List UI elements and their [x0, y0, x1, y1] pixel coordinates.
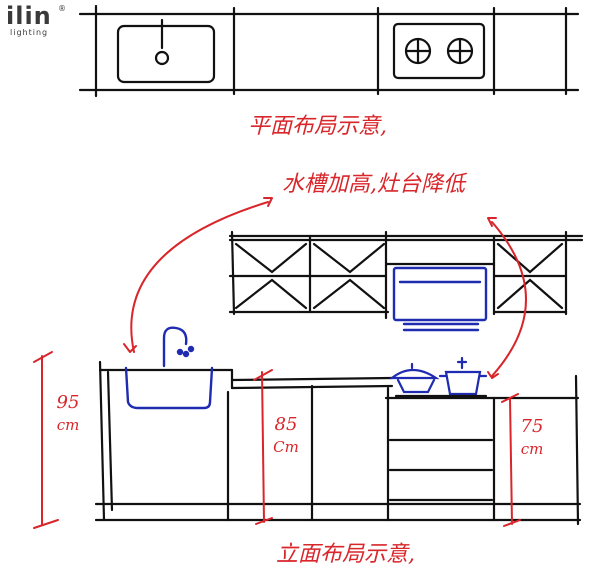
brand-logo: ilin: [6, 2, 52, 30]
elevation-sink: [124, 326, 214, 410]
arrow-sink-raise: [130, 201, 269, 353]
label-height-adjustment: 水槽加高,灶台降低: [282, 172, 465, 197]
plan-sink-basin: [116, 24, 216, 84]
dim-line-85: [261, 371, 265, 523]
dim-stove-unit: cm: [520, 440, 544, 458]
dim-counter-unit: Cm: [273, 438, 299, 456]
base-cabinets: [94, 360, 582, 526]
arrow-stove-lower: [491, 221, 527, 377]
dim-stove-value: 75: [520, 416, 544, 437]
range-hood: [392, 266, 488, 332]
plan-cooktop: [392, 22, 486, 80]
registered-mark: ®: [58, 4, 66, 13]
dim-sink-height: 95 cm: [48, 392, 88, 436]
dim-counter-value: 85: [274, 414, 298, 435]
annotations: [33, 197, 527, 529]
brand-logo-sub: lighting: [10, 28, 49, 37]
label-elevation-layout: 立面布局示意,: [276, 542, 415, 567]
stove-pots: [388, 356, 488, 398]
dim-sink-unit: cm: [56, 416, 80, 434]
dim-line-75: [509, 397, 513, 525]
plan-view: [78, 4, 580, 98]
upper-cabinets: [228, 230, 584, 320]
dim-sink-value: 95: [56, 392, 80, 413]
label-plan-layout: 平面布局示意,: [248, 114, 387, 139]
dim-counter-height: 85 Cm: [266, 414, 306, 458]
plan-drain: [154, 50, 170, 66]
dim-stove-height: 75 cm: [512, 416, 552, 460]
